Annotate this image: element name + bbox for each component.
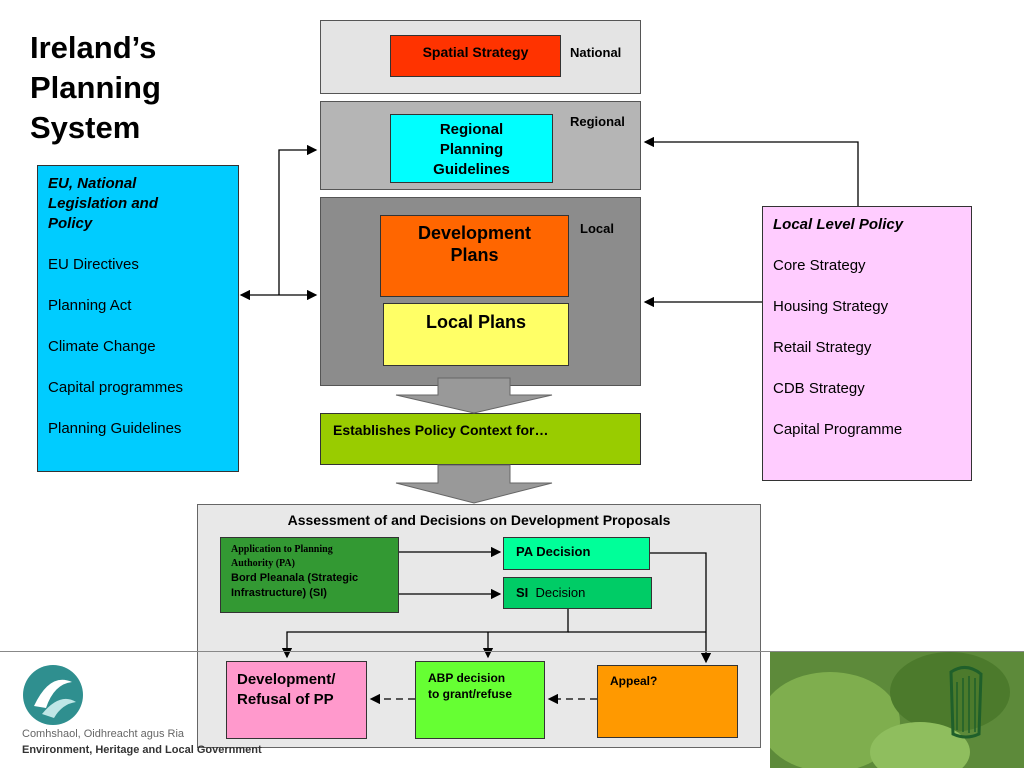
eu-panel-heading: EU, National Legislation and Policy [48, 174, 228, 234]
logo-text-english: Environment, Heritage and Local Governme… [22, 744, 262, 756]
title-line-1: Ireland’s [30, 30, 157, 65]
llp-regional-arrow [643, 136, 859, 206]
harp-emblem-icon [949, 666, 983, 739]
eu-item: Planning Act [48, 297, 132, 314]
llp-item: Housing Strategy [773, 298, 889, 315]
local-plans-box: Local Plans [383, 303, 569, 366]
llp-item: Core Strategy [773, 257, 866, 274]
rpg-line-1: Regional [439, 121, 504, 138]
eu-item: Planning Guidelines [48, 420, 182, 437]
development-plans-box: Development Plans [380, 215, 569, 297]
block-arrow-1 [395, 377, 553, 414]
devref-line-2: Refusal of PP [237, 691, 334, 708]
national-label: National [570, 45, 622, 60]
eu-national-policy-panel: EU, National Legislation and Policy EU D… [37, 165, 239, 472]
local-level-policy-panel: Local Level Policy Core Strategy Housing… [762, 206, 972, 481]
devplans-line-2: Plans [450, 245, 499, 265]
eu-heading-line-3: Policy [48, 215, 93, 232]
application-line-1: Application to Planning [231, 544, 333, 555]
logo-text-irish: Comhshaol, Oidhreacht agus Ria [22, 728, 185, 740]
pa-to-appeal-arrow [650, 552, 712, 664]
development-refusal-box: Development/ Refusal of PP [226, 661, 367, 739]
devplans-line-1: Development [417, 223, 532, 243]
title-line-2: Planning [30, 70, 161, 105]
llp-heading: Local Level Policy [773, 216, 904, 233]
appeal-box: Appeal? [597, 665, 738, 738]
eu-item: Capital programmes [48, 379, 184, 396]
eu-item: EU Directives [48, 256, 139, 273]
llp-item: CDB Strategy [773, 380, 865, 397]
si-abbr: SI [516, 585, 529, 600]
rpg-line-2: Planning [439, 141, 504, 158]
devref-line-1: Development/ [237, 671, 336, 688]
page-title: Ireland’s Planning System [30, 28, 161, 148]
split-arrows [281, 609, 569, 659]
application-line-4: Infrastructure) (SI) [231, 587, 327, 599]
pa-decision-box: PA Decision [503, 537, 650, 570]
spatial-strategy-box: Spatial Strategy [390, 35, 561, 77]
application-line-2: Authority (PA) [231, 558, 295, 569]
national-band [320, 20, 641, 94]
llp-item: Retail Strategy [773, 339, 872, 356]
assessment-title: Assessment of and Decisions on Developme… [287, 512, 671, 528]
eu-item: Climate Change [48, 338, 156, 355]
rpg-line-3: Guidelines [433, 161, 510, 178]
llp-item: Capital Programme [773, 421, 903, 438]
footer-divider [0, 651, 1024, 652]
regional-label: Regional [570, 114, 625, 129]
abp-line-2: to grant/refuse [428, 687, 513, 701]
regional-planning-guidelines-box: Regional Planning Guidelines [390, 114, 553, 183]
title-line-3: System [30, 110, 141, 145]
block-arrow-2 [395, 464, 553, 504]
si-decision-box: SI Decision [503, 577, 652, 609]
department-logo-icon [23, 665, 83, 725]
eu-regional-arrow [278, 144, 318, 295]
eu-heading-line-1: EU, National [48, 175, 137, 192]
local-label: Local [580, 221, 614, 236]
eu-heading-line-2: Legislation and [48, 195, 159, 212]
application-line-3: Bord Pleanala (Strategic [231, 572, 359, 584]
abp-line-1: ABP decision [428, 671, 506, 685]
application-box: Application to Planning Authority (PA) B… [220, 537, 399, 613]
abp-decision-box: ABP decision to grant/refuse [415, 661, 545, 739]
si-text: Decision [535, 585, 586, 600]
